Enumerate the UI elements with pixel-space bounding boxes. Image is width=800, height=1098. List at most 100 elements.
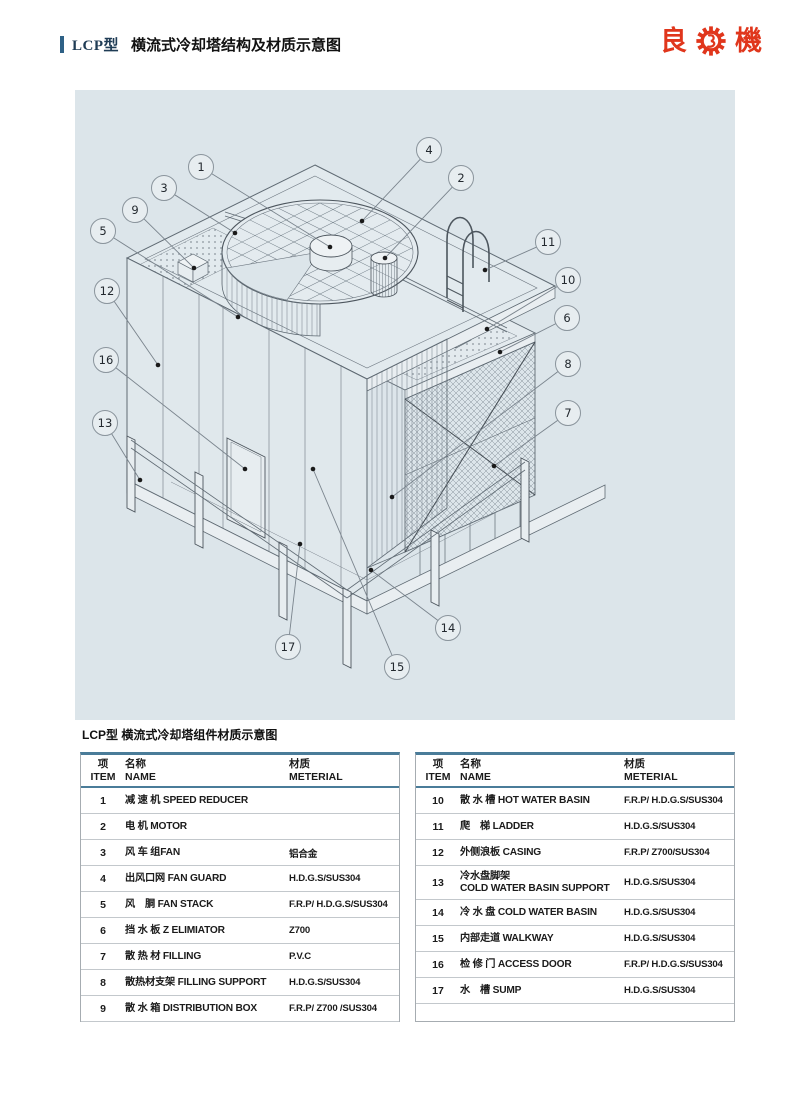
header-material-en: METERIAL <box>624 770 678 783</box>
header-item-en: ITEM <box>90 770 116 783</box>
svg-text:5: 5 <box>99 224 106 238</box>
ladder <box>447 218 489 313</box>
callout-10: 10 <box>484 267 581 332</box>
part-name: 散 热 材 FILLING <box>125 950 202 962</box>
svg-text:15: 15 <box>390 660 405 674</box>
callout-1: 1 <box>188 154 333 250</box>
part-material: 铝合金 <box>289 848 318 860</box>
page-title: 横流式冷却塔结构及材质示意图 <box>131 36 342 54</box>
callout-7: 7 <box>491 400 581 469</box>
part-name: 散 水 槽 HOT WATER BASIN <box>460 794 590 806</box>
table-row: 10 散 水 槽 HOT WATER BASIN F.R.P/ H.D.G.S/SU… <box>416 788 734 814</box>
part-material: P.V.C <box>289 951 311 962</box>
part-name: 减 速 机 SPEED REDUCER <box>125 794 248 806</box>
item-number: 11 <box>432 820 444 833</box>
table-body-right: 10 散 水 槽 HOT WATER BASIN F.R.P/ H.D.G.S/SU… <box>416 788 734 1004</box>
item-number: 7 <box>100 950 106 963</box>
part-material: F.R.P/ Z700/SUS304 <box>624 847 710 858</box>
svg-text:2: 2 <box>457 171 464 185</box>
callout-8: 8 <box>389 351 581 500</box>
callout-12: 12 <box>94 278 161 368</box>
table-row: 1 减 速 机 SPEED REDUCER <box>81 788 399 814</box>
part-name: 电 机 MOTOR <box>125 820 187 832</box>
part-material: F.R.P/ H.D.G.S/SUS304 <box>289 899 388 910</box>
callout-11: 11 <box>482 229 561 273</box>
part-name: 外侧浪板 CASING <box>460 846 542 858</box>
svg-text:14: 14 <box>441 621 456 635</box>
item-number: 15 <box>432 932 444 945</box>
part-name: 散 水 箱 DISTRIBUTION BOX <box>125 1002 258 1014</box>
item-number: 17 <box>432 984 444 997</box>
part-material: H.D.G.S/SUS304 <box>624 907 696 918</box>
item-number: 6 <box>100 924 106 937</box>
header-name-en: NAME <box>460 770 491 783</box>
callout-15: 15 <box>310 466 410 680</box>
table-body-left: 1 减 速 机 SPEED REDUCER 2 电 机 MOTOR 3 风 车 组FAN 铝… <box>81 788 399 1022</box>
casing-left-face <box>127 258 367 601</box>
item-number: 2 <box>100 820 106 833</box>
callout-5: 5 <box>90 218 241 320</box>
logo-left-char: 良 <box>660 25 687 56</box>
svg-text:17: 17 <box>281 640 296 654</box>
model-code: LCP型 <box>72 37 120 54</box>
header-material-zh: 材质 <box>289 757 310 770</box>
part-material: H.D.G.S/SUS304 <box>624 933 696 944</box>
header-item-zh: 项 <box>432 757 444 770</box>
page-header: LCP型 横流式冷却塔结构及材质示意图 <box>60 32 341 56</box>
part-material: F.R.P/ H.D.G.S/SUS304 <box>624 795 723 806</box>
part-name: 检 修 门 ACCESS DOOR <box>460 958 572 970</box>
header-name-zh: 名称 <box>125 757 146 770</box>
part-name: 风 车 组FAN <box>125 846 180 858</box>
callout-2: 2 <box>382 165 474 261</box>
part-name: 挡 水 板 Z ELIMIATOR <box>125 924 225 936</box>
svg-text:8: 8 <box>564 357 571 371</box>
part-material: H.D.G.S/SUS304 <box>624 877 696 888</box>
item-number: 14 <box>432 906 444 919</box>
svg-text:12: 12 <box>100 284 115 298</box>
svg-text:9: 9 <box>131 203 138 217</box>
header-tick-bar <box>60 35 64 53</box>
callout-17: 17 <box>275 541 303 660</box>
header-material-zh: 材质 <box>624 757 645 770</box>
table-section-title: LCP型 横流式冷却塔组件材质示意图 <box>82 728 278 742</box>
part-name: 冷 水 盘 COLD WATER BASIN <box>460 906 597 918</box>
cold-water-basin <box>127 480 605 614</box>
callout-6: 6 <box>497 305 580 355</box>
item-number: 5 <box>100 898 106 911</box>
svg-text:1: 1 <box>197 160 204 174</box>
item-number: 10 <box>432 794 444 807</box>
callout-13: 13 <box>92 410 143 483</box>
svg-text:6: 6 <box>563 311 570 325</box>
callout-16: 16 <box>93 347 248 472</box>
table-row: 6 挡 水 板 Z ELIMIATOR Z700 <box>81 918 399 944</box>
part-material: H.D.G.S/SUS304 <box>289 977 361 988</box>
item-number: 3 <box>100 846 106 859</box>
logo-right-char: 機 <box>735 25 762 56</box>
part-material: H.D.G.S/SUS304 <box>289 873 361 884</box>
part-name: 散热材支架 FILLING SUPPORT <box>125 976 267 988</box>
part-name: 爬 梯 LADDER <box>460 820 534 832</box>
callout-3: 3 <box>151 175 238 236</box>
part-material: F.R.P/ H.D.G.S/SUS304 <box>624 959 723 970</box>
table-row: 14 冷 水 盘 COLD WATER BASIN H.D.G.S/SUS304 <box>416 900 734 926</box>
part-material: Z700 <box>289 925 311 936</box>
item-number: 13 <box>432 876 444 889</box>
svg-text:10: 10 <box>561 273 576 287</box>
svg-text:16: 16 <box>99 353 114 367</box>
svg-text:3: 3 <box>160 181 167 195</box>
svg-text:4: 4 <box>425 143 432 157</box>
item-number: 1 <box>100 794 106 807</box>
support-legs <box>127 436 529 668</box>
table-row: 2 电 机 MOTOR <box>81 814 399 840</box>
